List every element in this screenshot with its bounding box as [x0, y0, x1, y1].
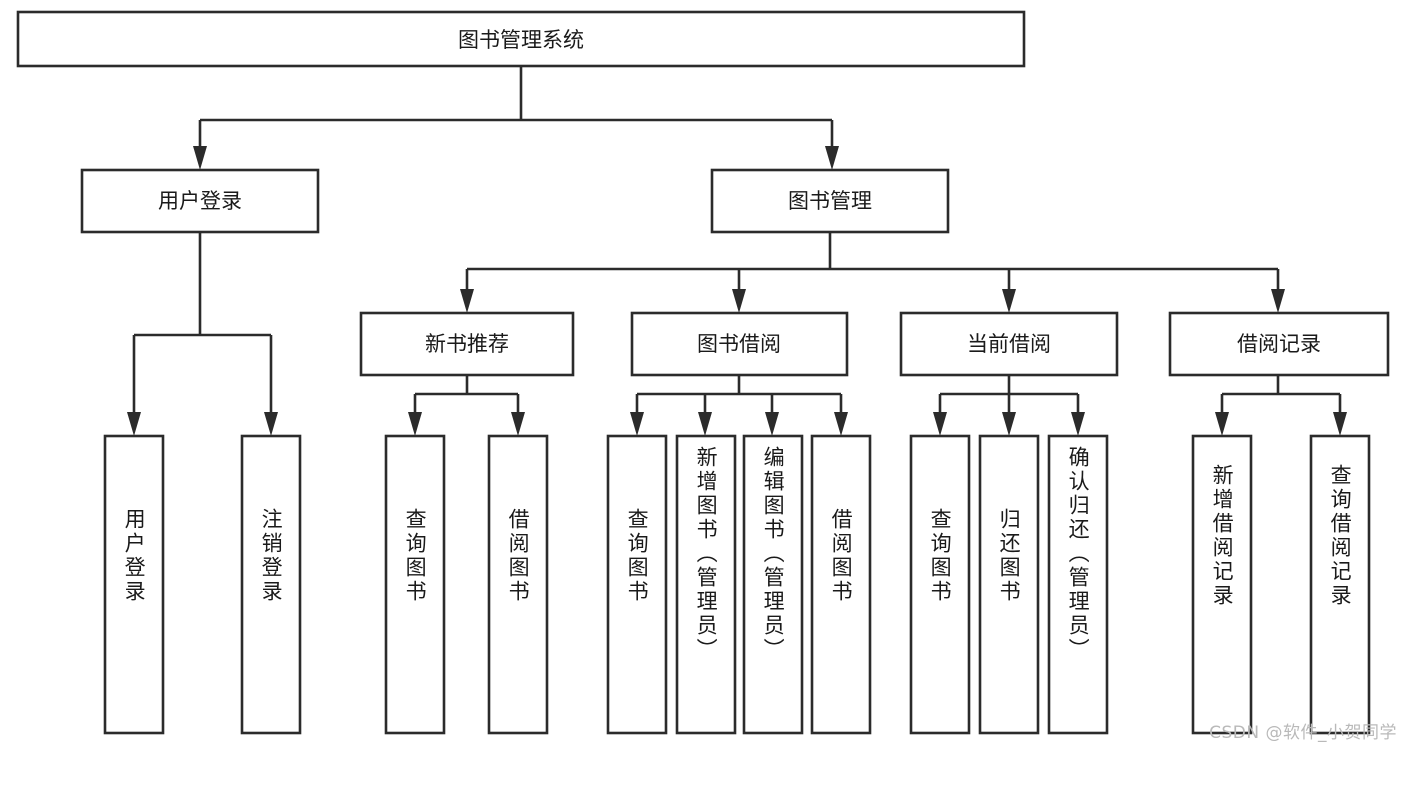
node-user-login-label: 用户登录: [158, 189, 242, 213]
diagram-canvas: 图书管理系统 用户登录 图书管理 新书推荐 图书借阅 当前借阅 借阅记录: [16, 10, 1397, 743]
node-current-borrow[interactable]: 当前借阅: [899, 311, 1119, 377]
node-leaf-query-record[interactable]: [1309, 434, 1371, 735]
node-book-manage-label: 图书管理: [788, 189, 872, 213]
node-leaf-logout-login[interactable]: [240, 434, 302, 735]
node-leaf-add-book[interactable]: [675, 434, 737, 735]
connector-borrowrecord-to-leaves: [1220, 375, 1342, 414]
node-book-borrow-label: 图书借阅: [697, 332, 781, 356]
node-leaf-borrow-book-1[interactable]: [487, 434, 549, 735]
node-user-login[interactable]: 用户登录: [80, 168, 320, 234]
node-leaf-query-book-1[interactable]: [384, 434, 446, 735]
arrow-to-user-login: [193, 146, 207, 170]
connector-currentborrow-to-leaves: [938, 375, 1080, 414]
arrow-to-book-manage: [825, 146, 839, 170]
arrow-to-leaf-return-book: [1002, 412, 1016, 436]
arrow-to-book-borrow: [732, 289, 746, 313]
node-leaf-query-book-3[interactable]: [909, 434, 971, 735]
arrow-to-leaf-add-record: [1215, 412, 1229, 436]
node-borrow-record[interactable]: 借阅记录: [1168, 311, 1390, 377]
csdn-watermark: CSDN @软件_小贺同学: [1209, 723, 1397, 743]
node-borrow-record-label: 借阅记录: [1237, 332, 1321, 356]
node-leaf-confirm-return[interactable]: [1047, 434, 1109, 735]
arrow-to-new-book-recommend: [460, 289, 474, 313]
node-leaf-query-book-2[interactable]: [606, 434, 668, 735]
arrow-to-current-borrow: [1002, 289, 1016, 313]
arrow-to-leaf-borrow-book-1: [511, 412, 525, 436]
node-root[interactable]: 图书管理系统: [16, 10, 1026, 68]
connector-bookmanage-to-level3: [465, 232, 1280, 291]
arrow-to-leaf-borrow-book-2: [834, 412, 848, 436]
node-leaf-user-login[interactable]: [103, 434, 165, 735]
node-new-book-recommend-label: 新书推荐: [425, 332, 509, 356]
arrow-to-leaf-query-record: [1333, 412, 1347, 436]
arrow-to-leaf-query-book-1: [408, 412, 422, 436]
node-root-label: 图书管理系统: [458, 28, 584, 52]
node-leaf-borrow-book-2[interactable]: [810, 434, 872, 735]
connector-bookborrow-to-leaves: [635, 375, 843, 414]
connector-userlogin-to-leaves: [132, 232, 273, 414]
connector-root-to-level2: [198, 66, 834, 148]
arrow-to-leaf-logout-login: [264, 412, 278, 436]
connector-newbook-to-leaves: [413, 375, 520, 414]
node-leaf-edit-book[interactable]: [742, 434, 804, 735]
node-new-book-recommend[interactable]: 新书推荐: [359, 311, 575, 377]
diagram-svg: 图书管理系统 用户登录 图书管理 新书推荐 图书借阅 当前借阅 借阅记录: [16, 10, 1390, 735]
arrow-to-leaf-query-book-2: [630, 412, 644, 436]
arrow-to-borrow-record: [1271, 289, 1285, 313]
node-book-borrow[interactable]: 图书借阅: [630, 311, 849, 377]
node-leaf-add-record[interactable]: [1191, 434, 1253, 735]
node-book-manage[interactable]: 图书管理: [710, 168, 950, 234]
node-leaf-return-book[interactable]: [978, 434, 1040, 735]
arrow-to-leaf-query-book-3: [933, 412, 947, 436]
arrow-to-leaf-edit-book: [765, 412, 779, 436]
node-current-borrow-label: 当前借阅: [967, 332, 1051, 356]
arrow-to-leaf-add-book: [698, 412, 712, 436]
arrow-to-leaf-user-login: [127, 412, 141, 436]
arrow-to-leaf-confirm-return: [1071, 412, 1085, 436]
